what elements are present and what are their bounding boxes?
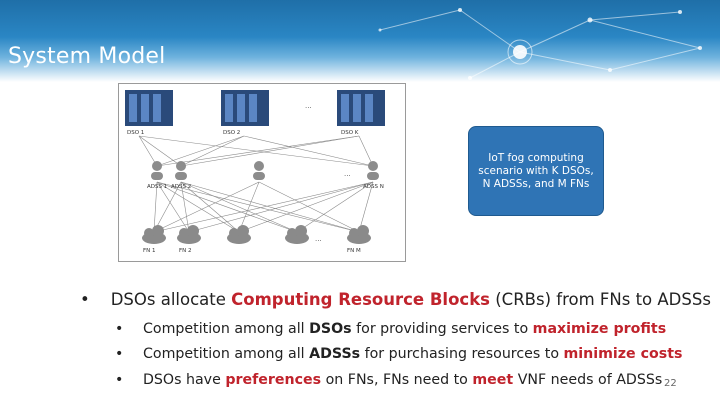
fn-label: FN 1	[143, 248, 156, 254]
dso-label: DSO 1	[127, 130, 144, 136]
bullet-text: Competition among all	[143, 346, 310, 362]
adss-user-icons	[151, 161, 379, 180]
bullet-highlight: ADSSs	[309, 346, 361, 362]
bullet-text: for providing services to	[351, 321, 533, 337]
dso-label: DSO 2	[223, 130, 240, 136]
bullet-highlight: preferences	[225, 372, 322, 388]
slide-number: 22	[664, 378, 677, 389]
bullet-highlight: Computing Resource Blocks	[231, 290, 490, 309]
sub-bullet: • Competition among all DSOs for providin…	[115, 321, 666, 337]
dso-server-icon	[337, 90, 385, 126]
bullet-highlight: maximize profits	[532, 321, 667, 337]
bullet-highlight: DSOs	[309, 321, 352, 337]
fn-label: FN M	[347, 248, 361, 254]
callout-text: IoT fog computing scenario with K DSOs, …	[478, 151, 594, 190]
bullet-marker: •	[115, 346, 124, 362]
fn-ellipsis: ...	[315, 235, 322, 243]
fn-label: FN 2	[179, 248, 192, 254]
bullet-text: (CRBs) from FNs to ADSSs	[490, 290, 711, 309]
bullet-text: VNF needs of ADSSs	[513, 372, 663, 388]
fn-cloud-icons	[142, 225, 371, 244]
sub-bullet: • DSOs have preferences on FNs, FNs need …	[115, 372, 662, 388]
main-bullet: • DSOs allocate Computing Resource Block…	[80, 290, 711, 309]
bullet-text: for purchasing resources to	[360, 346, 564, 362]
bullet-marker: •	[80, 290, 90, 309]
diagram-callout: IoT fog computing scenario with K DSOs, …	[468, 126, 604, 216]
bullet-highlight: meet	[472, 372, 514, 388]
bullet-text: Competition among all	[143, 321, 310, 337]
bullet-highlight: minimize costs	[563, 346, 683, 362]
dso-server-icon	[221, 90, 269, 126]
adss-ellipsis: ...	[344, 170, 351, 178]
bullet-text: DSOs allocate	[110, 290, 232, 309]
dso-ellipsis: ...	[305, 102, 312, 110]
adss-label: ADSS 2	[171, 184, 191, 190]
connection-lines	[138, 135, 374, 233]
slide-header: System Model	[0, 0, 720, 82]
dso-label: DSO K	[341, 130, 359, 136]
adss-label: ADSS N	[363, 184, 384, 190]
system-diagram-svg: DSO 1 DSO 2 DSO K ... ADSS 1 ADSS 2 ADSS…	[125, 90, 385, 254]
sub-bullet: • Competition among all ADSSs for purchas…	[115, 346, 682, 362]
system-diagram: DSO 1 DSO 2 DSO K ... ADSS 1 ADSS 2 ADSS…	[118, 83, 406, 262]
adss-label: ADSS 1	[147, 184, 167, 190]
dso-server-icon	[125, 90, 173, 126]
slide-title: System Model	[8, 44, 166, 69]
network-decoration	[378, 8, 702, 80]
bullet-text: DSOs have	[143, 372, 226, 388]
bullet-text: on FNs, FNs need to	[321, 372, 473, 388]
bullet-marker: •	[115, 372, 124, 388]
bullet-marker: •	[115, 321, 124, 337]
